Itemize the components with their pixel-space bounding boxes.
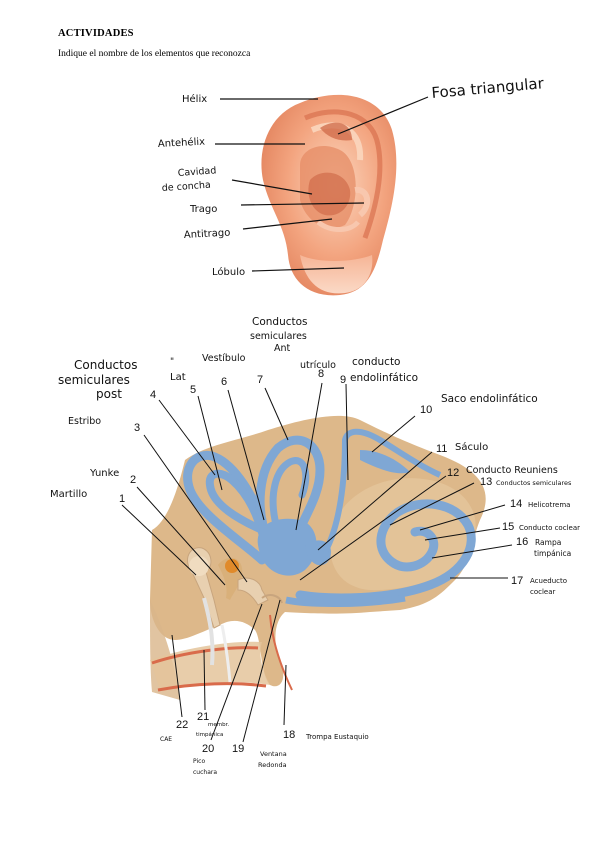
number-7: 7 xyxy=(257,374,263,386)
label-conductos-semiculares: Conductos semiculares xyxy=(496,479,572,487)
leader-lobulo xyxy=(251,267,345,272)
label-antitrago: Antitrago xyxy=(184,228,231,241)
label-fosa-triangular: Fosa triangular xyxy=(431,74,545,102)
ossicles xyxy=(187,547,283,629)
label-vestibulo: Vestíbulo xyxy=(202,353,246,364)
number-4: 4 xyxy=(150,389,156,401)
leader-13 xyxy=(389,482,475,526)
label-rampa-1: Rampa xyxy=(535,538,561,547)
number-22: 22 xyxy=(176,719,188,731)
number-9: 9 xyxy=(340,374,346,386)
leader-9 xyxy=(345,383,349,481)
number-20: 20 xyxy=(202,743,214,755)
label-helicotrema: Helicotrema xyxy=(528,501,570,509)
label-lobulo: Lóbulo xyxy=(212,266,245,278)
leader-1 xyxy=(121,504,197,576)
leader-19 xyxy=(242,599,281,743)
label-pico-1: Pico xyxy=(193,758,205,765)
label-cs-post-2: semiculares xyxy=(58,373,130,387)
number-10: 10 xyxy=(420,404,432,416)
label-membrana-1: membr. xyxy=(208,722,229,728)
leader-cavidad xyxy=(231,179,313,195)
leader-fosa xyxy=(337,96,429,135)
label-trago: Trago xyxy=(189,204,217,215)
leader-7 xyxy=(264,387,289,441)
number-13: 13 xyxy=(480,476,492,488)
number-15: 15 xyxy=(502,521,514,533)
number-11: 11 xyxy=(436,443,447,455)
label-conducto-coclear: Conducto coclear xyxy=(519,524,580,532)
leader-11 xyxy=(317,451,433,551)
leader-8 xyxy=(295,382,323,531)
leader-10 xyxy=(371,415,416,453)
number-5: 5 xyxy=(190,384,196,396)
label-acueducto-2: coclear xyxy=(530,588,556,596)
label-cs-ant-1: Conductos xyxy=(252,316,308,328)
leader-antitrago xyxy=(242,218,333,230)
label-saco-endolinfatico: Saco endolinfático xyxy=(441,393,538,405)
label-cs-ant-2: semiculares xyxy=(250,331,307,342)
label-acueducto-1: Acueducto xyxy=(530,577,567,585)
leader-20 xyxy=(210,603,263,741)
label-conducto-reuniens: Conducto Reuniens xyxy=(466,465,558,476)
number-19: 19 xyxy=(232,743,244,755)
label-ventana-1: Ventana xyxy=(260,750,287,758)
label-helix: Hélix xyxy=(182,93,207,105)
number-8: 8 xyxy=(318,368,324,380)
number-12: 12 xyxy=(447,467,459,479)
leader-trago xyxy=(240,202,365,206)
number-2: 2 xyxy=(130,474,136,486)
instruction-text: Indique el nombre de los elementos que r… xyxy=(58,49,251,59)
label-estribo: Estribo xyxy=(68,416,101,427)
label-antehelix: Antehélix xyxy=(158,136,206,150)
label-lat: Lat xyxy=(170,372,186,383)
label-endolinfatico-1: conducto xyxy=(352,356,401,368)
label-membrana-2: timpánica xyxy=(196,731,223,738)
number-21: 21 xyxy=(197,711,209,723)
label-utriculo: utrículo xyxy=(300,360,336,371)
leader-18 xyxy=(283,664,287,726)
leader-16 xyxy=(431,544,513,559)
inner-ear-numbers: 1 2 3 4 5 6 7 8 9 10 11 12 13 14 15 16 1… xyxy=(119,368,528,755)
leader-3 xyxy=(143,434,248,583)
label-cs-post-1: Conductos xyxy=(74,358,137,372)
number-17: 17 xyxy=(511,575,523,587)
label-cavidad-2: de concha xyxy=(161,180,211,194)
label-ventana-2: Redonda xyxy=(258,761,287,769)
leader-12 xyxy=(299,475,447,581)
number-18: 18 xyxy=(283,729,295,741)
ear-label-lines xyxy=(215,96,429,272)
leader-22 xyxy=(171,634,183,718)
inner-ear-leader-lines xyxy=(121,382,513,743)
leader-4 xyxy=(158,399,216,476)
label-trompa-eustaquio: Trompa Eustaquio xyxy=(305,733,369,741)
leader-14 xyxy=(419,504,506,531)
label-saculo: Sáculo xyxy=(455,441,488,453)
label-cae: CAE xyxy=(160,736,172,743)
label-lat-mark: " xyxy=(170,357,174,367)
label-cavidad-1: Cavidad xyxy=(177,165,216,179)
activity-title: ACTIVIDADES xyxy=(58,28,134,39)
leader-5 xyxy=(197,395,223,491)
leader-15 xyxy=(424,527,501,541)
number-6: 6 xyxy=(221,376,227,388)
label-martillo: Martillo xyxy=(50,489,87,500)
label-endolinfatico-2: endolinfático xyxy=(350,372,418,384)
inner-ear-illustration xyxy=(150,415,486,700)
label-pico-2: cuchara xyxy=(193,769,217,776)
label-yunke: Yunke xyxy=(89,468,119,479)
number-1: 1 xyxy=(119,493,125,505)
number-14: 14 xyxy=(510,498,522,510)
label-cs-ant-3: Ant xyxy=(274,343,291,354)
leader-6 xyxy=(227,389,265,521)
ear-illustration xyxy=(261,94,397,296)
leader-21 xyxy=(203,649,206,711)
label-cs-post-3: post xyxy=(96,387,122,401)
label-rampa-2: timpánica xyxy=(534,549,571,558)
leader-2 xyxy=(136,486,226,586)
number-3: 3 xyxy=(134,422,140,434)
number-16: 16 xyxy=(516,536,528,548)
inner-ear-labels: Martillo Yunke Estribo Conductos semicul… xyxy=(50,316,580,776)
